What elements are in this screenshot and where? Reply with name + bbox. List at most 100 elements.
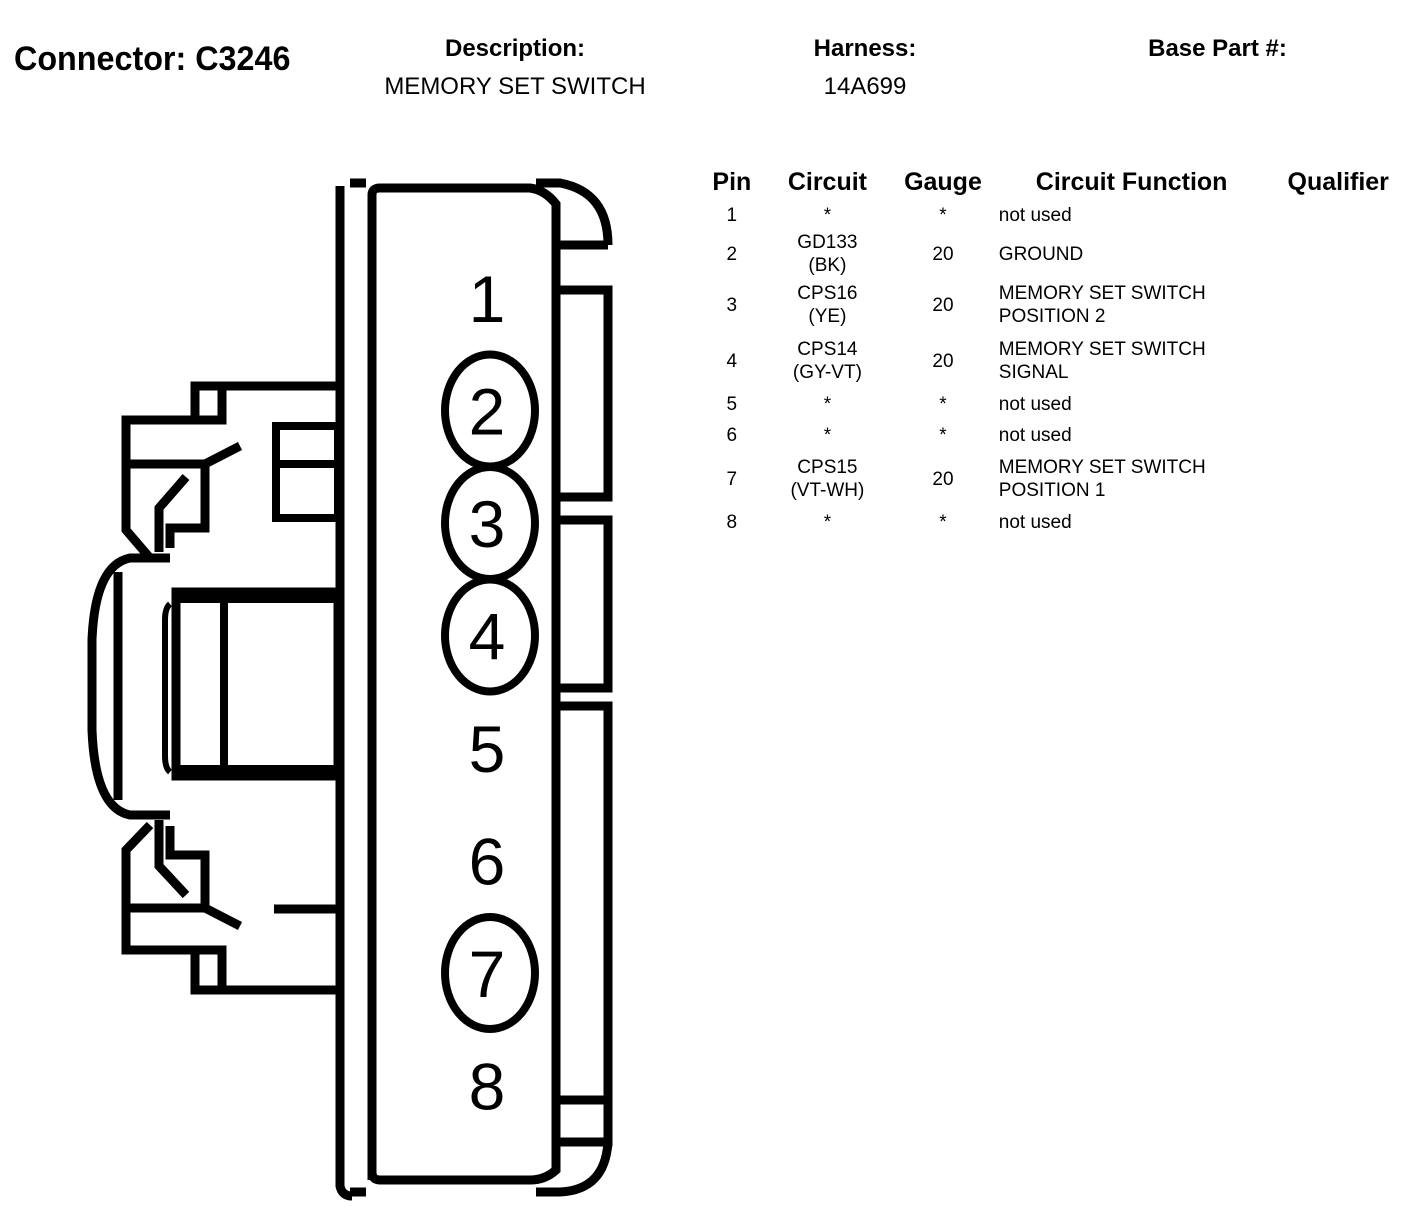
pin-marker-5: 5 <box>469 712 506 786</box>
circuit-cell: CPS16 (YE) <box>764 277 891 333</box>
function-cell-text: MEMORY SET SWITCH POSITION 1 <box>998 457 1206 501</box>
circuit-cell: GD133 (BK) <box>764 231 891 277</box>
column-header-qualifier: Qualifier <box>1287 167 1389 196</box>
function-cell: MEMORY SET SWITCH SIGNAL <box>995 333 1269 389</box>
gauge-cell-text: * <box>939 425 947 446</box>
description-block: Description: MEMORY SET SWITCH <box>363 30 667 106</box>
pin-number: 2 <box>469 375 506 449</box>
gauge-cell-text: 20 <box>932 350 954 372</box>
qualifier-cell <box>1268 507 1408 538</box>
gauge-cell-text: * <box>939 205 947 226</box>
gauge-cell-text: 20 <box>932 243 954 265</box>
function-cell: not used <box>995 200 1269 231</box>
pin-circle <box>441 575 539 696</box>
pin-marker-7: 7 <box>441 913 539 1033</box>
connector-shell-outline <box>121 186 353 1201</box>
center-recess <box>171 587 343 781</box>
circuit-cell-text: GD133 (BK) <box>797 232 858 276</box>
harness-label: Harness: <box>813 35 917 62</box>
circuit-cell-text: * <box>823 512 832 533</box>
function-cell: not used <box>995 507 1269 538</box>
pin-circle <box>441 913 539 1033</box>
gauge-cell: * <box>891 200 995 231</box>
function-cell-text: not used <box>998 205 1072 226</box>
gauge-cell: 20 <box>891 451 995 507</box>
pin-number: 3 <box>469 487 506 561</box>
function-cell-text: MEMORY SET SWITCH POSITION 2 <box>998 283 1206 327</box>
bottom-latch-block <box>190 945 227 995</box>
qualifier-cell <box>1268 420 1408 451</box>
gauge-cell: 20 <box>891 333 995 389</box>
pin-marker-3: 3 <box>441 463 539 583</box>
pin-layer: 1 2 3 4 5 6 7 8 <box>441 262 539 1124</box>
table-row: 6**not used <box>700 420 1408 451</box>
top-rounded-corner <box>350 178 613 502</box>
table-row: 2 GD133 (BK) 20 GROUND <box>700 231 1408 277</box>
table-row: 1 * * not used <box>700 200 1408 231</box>
function-cell-text: not used <box>998 394 1072 415</box>
function-cell-text: GROUND <box>998 243 1084 265</box>
function-cell-text: not used <box>998 512 1072 533</box>
pin-cell-text: 2 <box>726 243 738 265</box>
qualifier-cell <box>1268 451 1408 507</box>
pin-cell: 5 <box>700 389 764 420</box>
circuit-cell-text: * <box>823 425 832 446</box>
qualifier-cell <box>1268 389 1408 420</box>
gauge-cell: 20 <box>891 277 995 333</box>
pin-cell: 2 <box>700 231 764 277</box>
function-cell: MEMORY SET SWITCH POSITION 2 <box>995 277 1269 333</box>
top-latch-block <box>190 381 227 425</box>
description-value: MEMORY SET SWITCH <box>384 73 646 100</box>
harness-block: Harness: 14A699 <box>790 30 940 106</box>
pin-cell-text: 4 <box>726 350 738 372</box>
pin-number: 6 <box>469 825 506 899</box>
pin-marker-4: 4 <box>441 575 539 696</box>
column-header-pin: Pin <box>712 167 752 196</box>
qualifier-cell <box>1268 200 1408 231</box>
base-part-label: Base Part #: <box>1148 35 1287 62</box>
circuit-cell: * <box>764 507 891 538</box>
pin-number: 4 <box>469 600 506 674</box>
circuit-cell-text: CPS15 (VT-WH) <box>790 457 865 501</box>
pin-number: 7 <box>469 937 506 1011</box>
pin-cell: 4 <box>700 333 764 389</box>
pin-marker-1: 1 <box>469 262 506 336</box>
pin-cell-text: 6 <box>726 425 738 446</box>
column-header-circuit-function: Circuit Function <box>1035 167 1228 196</box>
pin-cell: 6 <box>700 420 764 451</box>
qualifier-cell <box>1268 277 1408 333</box>
pin-cell-text: 5 <box>726 394 738 415</box>
table-row: 4 CPS14 (GY-VT) 20 MEMORY SET SWITCH SIGNAL <box>700 333 1408 389</box>
pin-number: 5 <box>469 712 506 786</box>
table-row: 5**not used <box>700 389 1408 420</box>
pin-cell-text: 1 <box>726 205 738 226</box>
table-header-row: Pin Circuit Gauge Circuit Function Quali… <box>700 164 1408 200</box>
circuit-cell-text: CPS14 (GY-VT) <box>792 339 862 383</box>
pin-cell-text: 8 <box>726 512 738 533</box>
function-cell: MEMORY SET SWITCH POSITION 1 <box>995 451 1269 507</box>
table-row: 3 CPS16 (YE) 20 MEMORY SET SWITCH POSITION … <box>700 277 1408 333</box>
circuit-cell: * <box>764 389 891 420</box>
qualifier-cell <box>1268 231 1408 277</box>
pin-marker-6: 6 <box>469 825 506 899</box>
function-cell: GROUND <box>995 231 1269 277</box>
circuit-cell-text: * <box>823 394 832 415</box>
circuit-cell-text: * <box>823 205 832 226</box>
pin-number: 1 <box>469 262 506 336</box>
pin-cell: 1 <box>700 200 764 231</box>
circuit-cell: * <box>764 420 891 451</box>
pin-number: 8 <box>469 1050 506 1124</box>
gauge-cell: * <box>891 507 995 538</box>
circuit-cell: * <box>764 200 891 231</box>
gauge-cell-text: 20 <box>932 294 954 316</box>
table-row: 7 CPS15 (VT-WH) 20 MEMORY SET SWITCH POSITI… <box>700 451 1408 507</box>
column-header-circuit: Circuit <box>787 167 867 196</box>
gauge-cell-text: 20 <box>932 468 954 490</box>
pin-cell: 3 <box>700 277 764 333</box>
column-header-gauge: Gauge <box>904 167 982 196</box>
pin-cell: 7 <box>700 451 764 507</box>
circuit-cell-text: CPS16 (YE) <box>797 283 858 327</box>
description-label: Description: <box>444 35 585 62</box>
pin-marker-2: 2 <box>441 350 539 471</box>
lower-latch-arm <box>126 820 243 931</box>
